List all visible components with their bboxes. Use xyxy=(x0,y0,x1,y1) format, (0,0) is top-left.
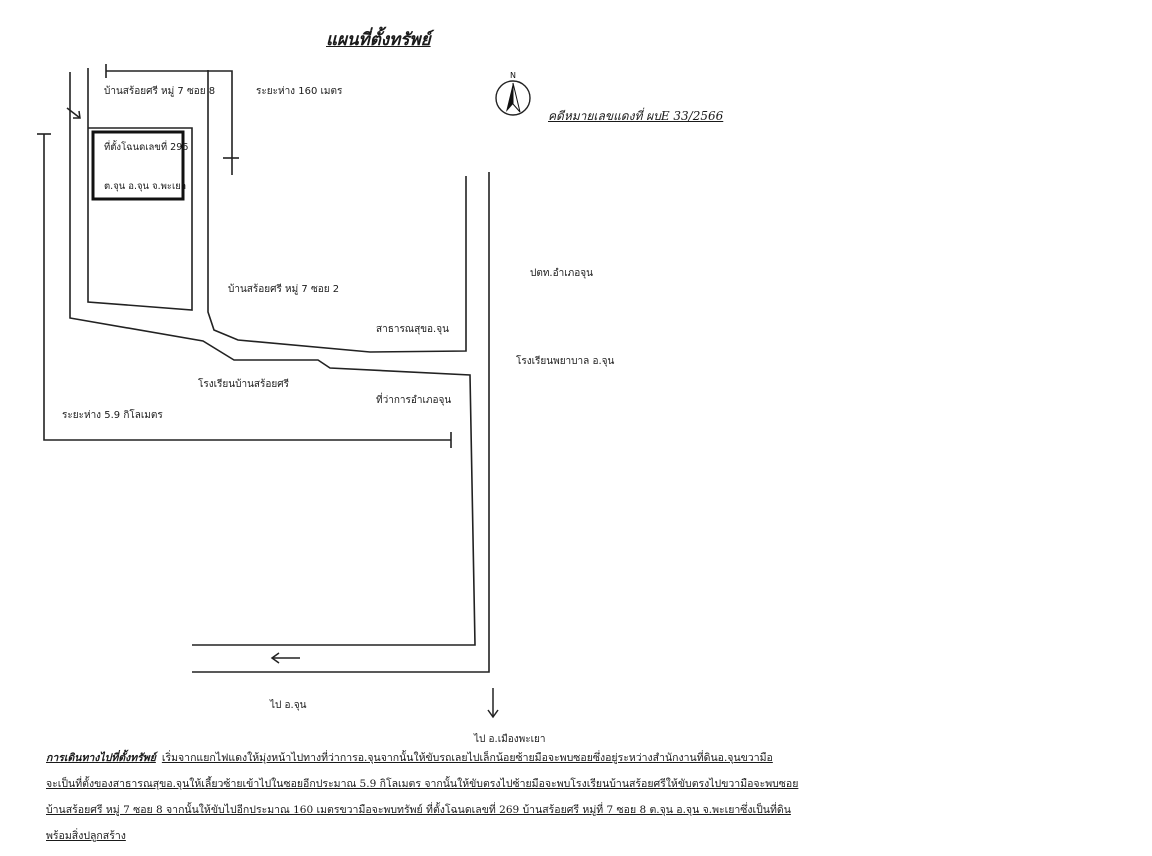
label-soi2: บ้านสร้อยศรี หมู่ 7 ซอย 2 xyxy=(228,284,340,295)
road-soi2 xyxy=(207,70,467,353)
directions-line-1: การเดินทางไปที่ตั้งทรัพย์ เริ่มจากแยกไฟแด… xyxy=(46,745,773,771)
label-school: โรงเรียนบ้านสร้อยศรี xyxy=(198,379,289,390)
label-dist59: ระยะห่าง 5.9 กิโลเมตร xyxy=(62,410,163,421)
dist59-marker xyxy=(43,134,451,441)
road-soi8 xyxy=(87,68,193,311)
plot-location-line: ต.จุน อ.จุน จ.พะเยา xyxy=(104,181,187,192)
north-compass-icon: N xyxy=(495,71,531,116)
label-nursing-school: โรงเรียนพยาบาล อ.จุน xyxy=(516,356,615,367)
label-to-phayao: ไป อ.เมืองพะเยา xyxy=(474,734,546,745)
label-soi8: บ้านสร้อยศรี หมู่ 7 ซอย 8 xyxy=(104,86,216,97)
plot-boundary xyxy=(91,130,185,201)
directions-line-3: บ้านสร้อยศรี หมู่ 7 ซอย 8 จากนั้นให้ขับไ… xyxy=(46,804,791,816)
north-letter: N xyxy=(510,71,516,80)
road-main xyxy=(192,172,490,673)
directions-line-2: จะเป็นที่ตั้งของสาธารณสุขอ.จุนให้เลี้ยวซ… xyxy=(46,778,799,790)
directions-text: การเดินทางไปที่ตั้งทรัพย์ เริ่มจากแยกไฟแด… xyxy=(46,745,799,849)
plot-deed-line: ที่ตั้งโฉนดเลขที่ 296 xyxy=(104,142,189,153)
plot-label: ที่ตั้งโฉนดเลขที่ 296 ต.จุน อ.จุน จ.พะเย… xyxy=(104,140,188,218)
label-post-office: ปตท.อำเภอจุน xyxy=(530,268,593,279)
label-health-office: สาธารณสุขอ.จุน xyxy=(376,324,449,335)
label-district-office: ที่ว่าการอำเภอจุน xyxy=(376,395,452,406)
directions-heading: การเดินทางไปที่ตั้งทรัพย์ xyxy=(46,752,156,764)
map-title: แผนที่ตั้งทรัพย์ xyxy=(326,30,431,50)
directions-line-1-text: เริ่มจากแยกไฟแดงให้มุ่งหน้าไปทางที่ว่ากา… xyxy=(161,752,773,764)
road-left-boundary xyxy=(69,72,476,646)
arrow-into-soi-icon xyxy=(66,107,81,119)
label-dist160: ระยะห่าง 160 เมตร xyxy=(256,86,343,97)
dist160-marker xyxy=(106,70,233,175)
label-to-chun: ไป อ.จุน xyxy=(270,700,307,711)
case-number: คดีหมายเลขแดงที่ ผบE 33/2566 xyxy=(548,109,724,123)
directions-line-4: พร้อมสิ่งปลูกสร้าง xyxy=(46,830,126,842)
